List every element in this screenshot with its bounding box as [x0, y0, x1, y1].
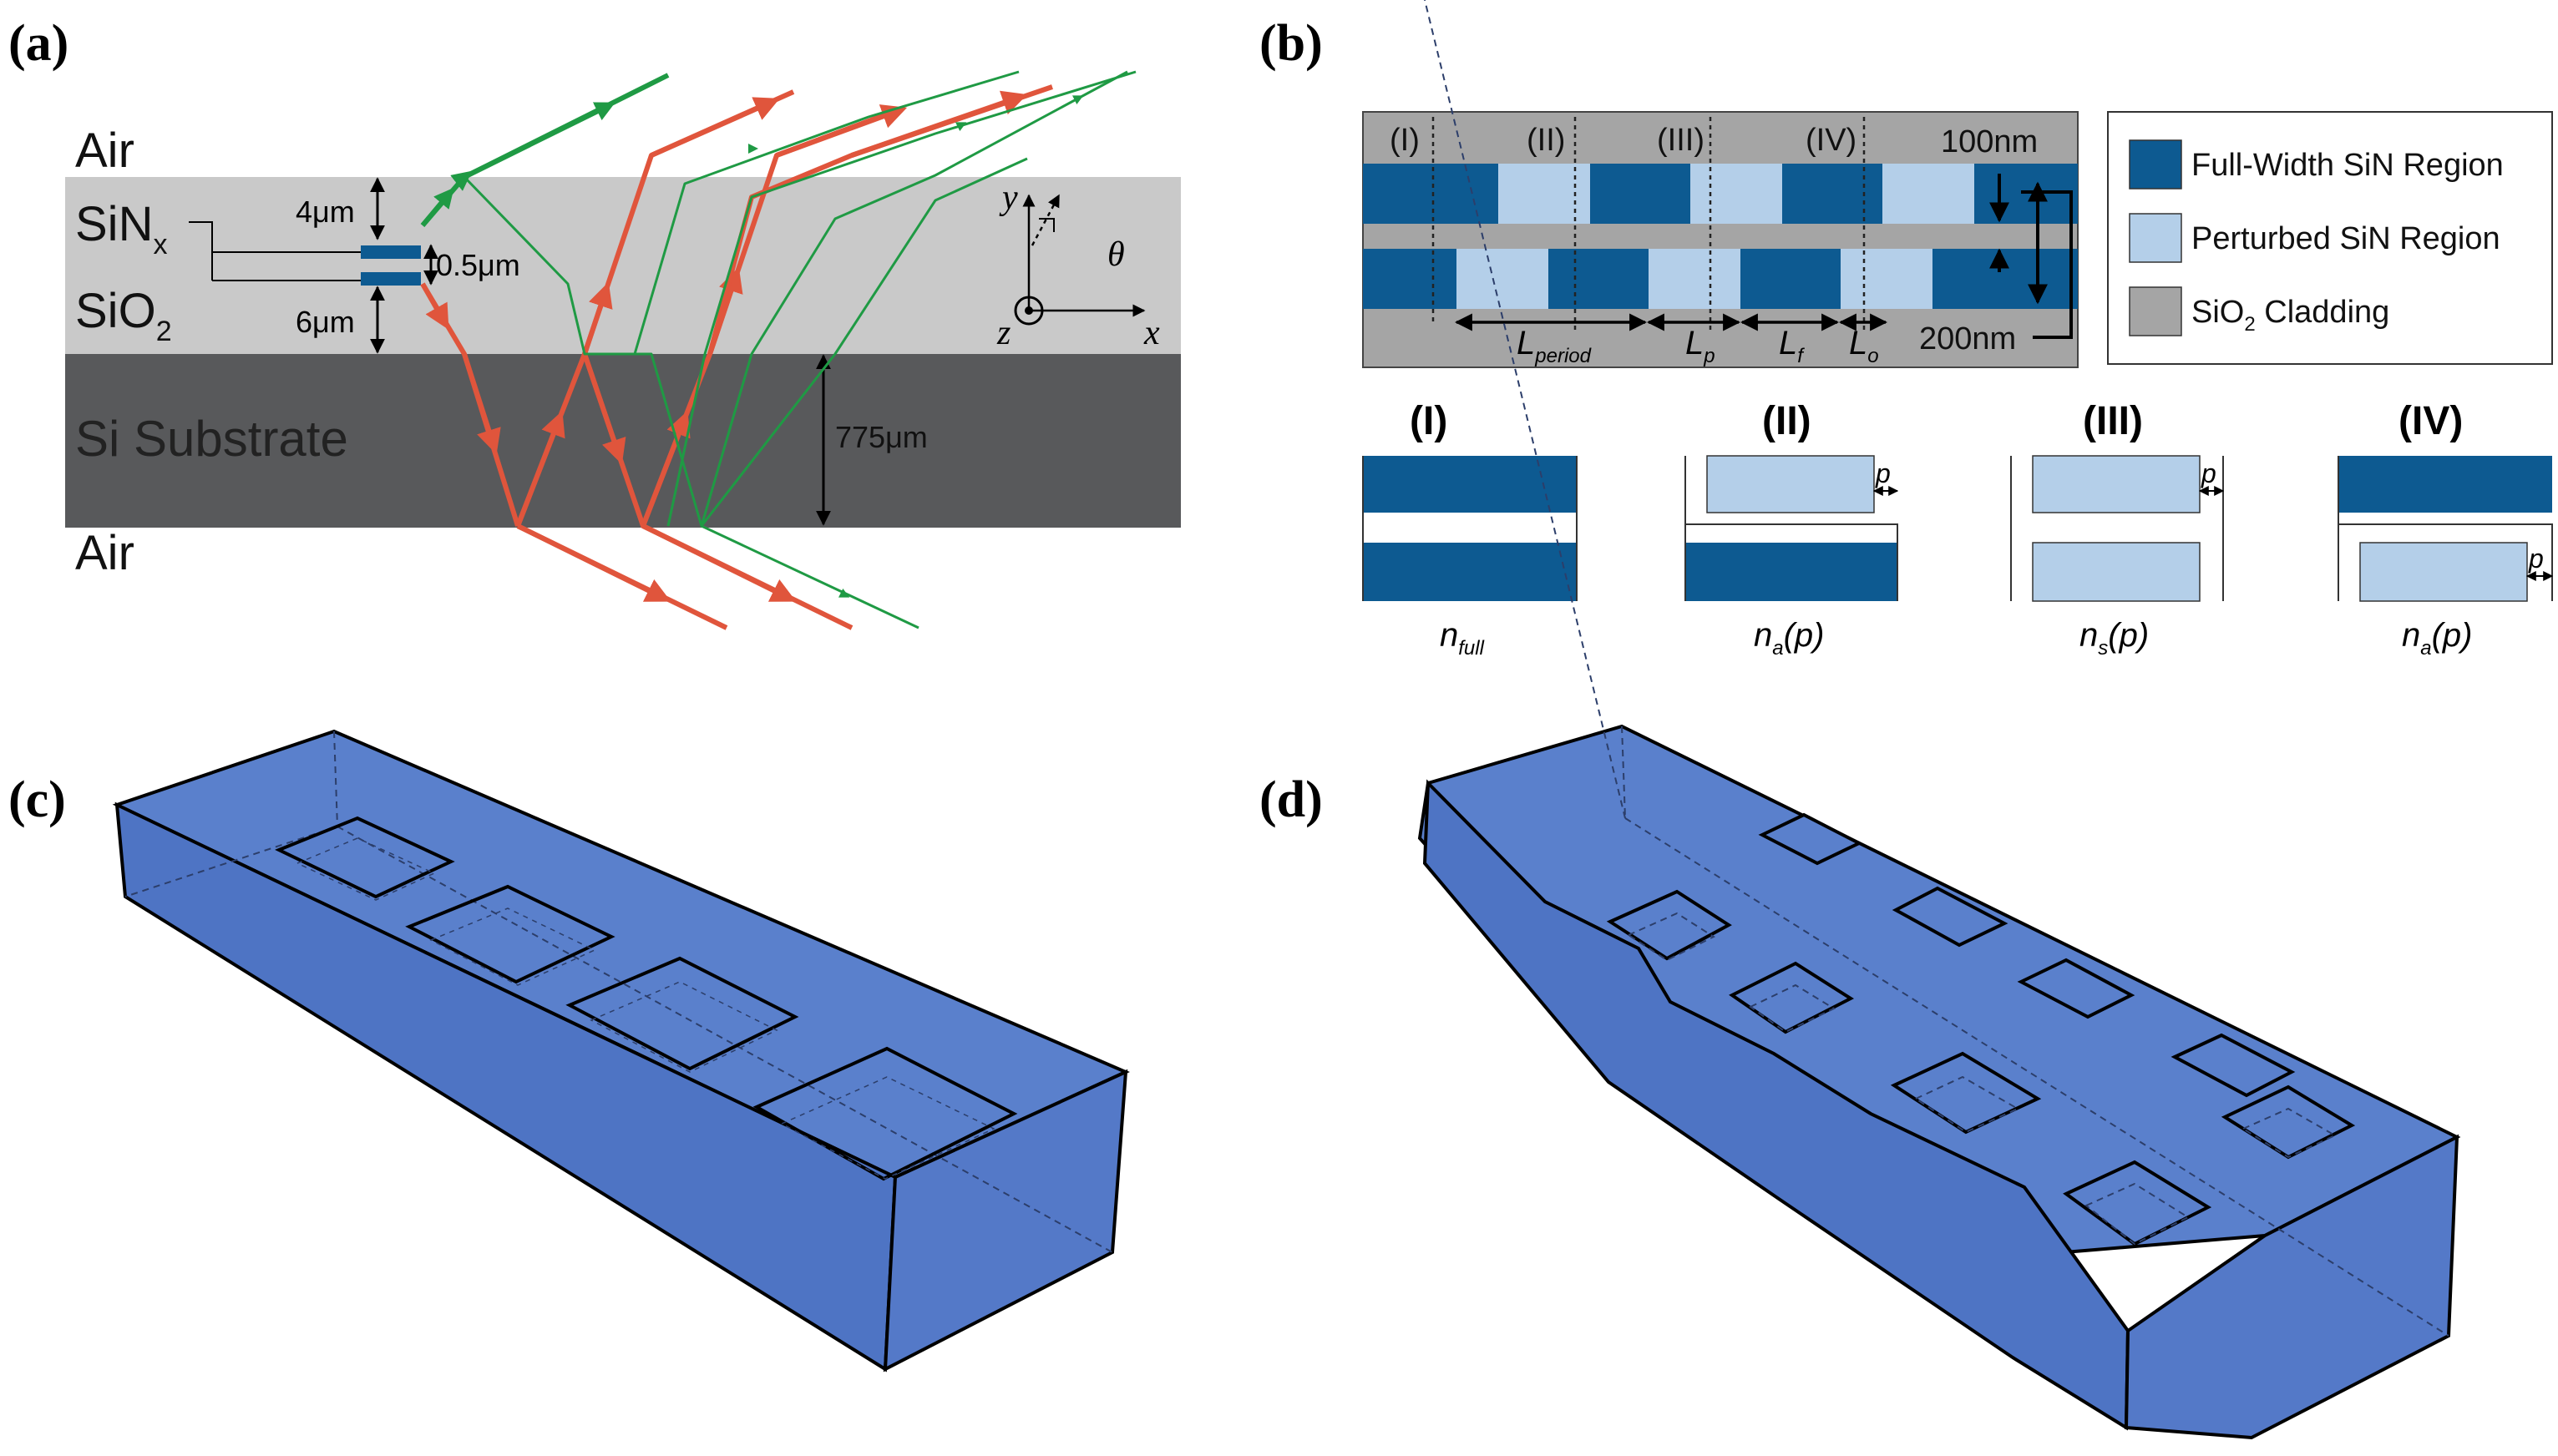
pocket-c-3: [565, 956, 799, 1071]
axis-z-label: z: [996, 314, 1011, 352]
panel-b-label: (b): [1259, 15, 1323, 72]
pocket-c-2: [405, 884, 615, 984]
region-label-2: (II): [1527, 123, 1565, 158]
pocket-d-2: [1729, 961, 1855, 1034]
cross-section-2-p: p: [1875, 458, 1891, 488]
cross-section-2-title: (II): [1762, 399, 1811, 443]
pocket-d-1: [1606, 889, 1732, 961]
length-period: Lperiod: [1517, 325, 1592, 367]
legend-swatch-full: [2129, 139, 2182, 190]
dim-05um-label: 0.5μm: [436, 248, 520, 282]
panel-d-label: (d): [1259, 771, 1323, 828]
legend: Full-Width SiN Region Perturbed SiN Regi…: [2107, 111, 2553, 365]
waveguide-core-top: [361, 245, 421, 259]
axis-theta-label: θ: [1107, 235, 1125, 274]
cross-section-4-title: (IV): [2398, 399, 2463, 443]
lower-perturbed-1: [1456, 249, 1548, 309]
panel-c-label: (c): [8, 771, 66, 828]
lower-perturbed-3: [1841, 249, 1932, 309]
green-ray-thin-5: [700, 157, 1028, 527]
cross-section-1-n: nfull: [1440, 617, 1485, 660]
cross-section-4-p: p: [2528, 543, 2544, 574]
step-d-1: [1758, 812, 1863, 866]
length-p: Lp: [1685, 325, 1715, 367]
sinx-label: SiNx: [75, 197, 167, 260]
legend-label-cladding: SiO2 Cladding: [2191, 295, 2389, 336]
length-f: Lf: [1779, 325, 1805, 367]
green-ray-thin-2: [633, 70, 1020, 355]
axis-y-label: y: [999, 179, 1018, 217]
legend-swatch-cladding: [2129, 286, 2182, 336]
green-ray-thin-3: [666, 70, 1137, 527]
coordinate-axes: y x z θ: [996, 179, 1160, 352]
si-substrate-label: Si Substrate: [75, 411, 348, 467]
cross-section-3-n: ns(p): [2079, 617, 2149, 660]
panel-d: (d): [1259, 0, 2461, 1440]
cross-section-3-title: (III): [2083, 399, 2143, 443]
sinx-pointer: [189, 221, 361, 253]
upper-perturbed-1: [1498, 164, 1590, 224]
step-d-4: [2171, 1033, 2296, 1098]
step-d-3: [2017, 958, 2135, 1019]
cross-section-1-title: (I): [1410, 399, 1447, 443]
region-label-3: (III): [1657, 123, 1704, 158]
block-c-side: [883, 1069, 1128, 1373]
green-ray-thin-1: [463, 175, 919, 629]
upper-perturbed-2: [1690, 164, 1782, 224]
sio2-label: SiO2: [75, 284, 172, 347]
green-ray-thin-4: [700, 70, 1128, 527]
pocket-d-4: [2063, 1160, 2212, 1246]
air-top-label: Air: [75, 124, 134, 178]
dim-6um-label: 6μm: [296, 305, 355, 339]
length-o: Lo: [1849, 325, 1879, 367]
dim-4um-label: 4μm: [296, 195, 355, 229]
cross-section-3: (III) p ns(p): [2010, 399, 2225, 660]
region-label-4: (IV): [1806, 123, 1856, 158]
cross-section-2-n: na(p): [1754, 617, 1825, 660]
dim-775um-label: 775μm: [835, 420, 928, 454]
panel-a: (a) Air SiNx SiO2 Si Substrate Air 4μm 0…: [8, 15, 1181, 630]
cross-section-4-n: na(p): [2402, 617, 2473, 660]
axis-x-label: x: [1143, 314, 1160, 352]
cross-section-1: (I) nfull: [1362, 399, 1578, 660]
cross-section-4: (IV) p na(p): [2338, 399, 2554, 660]
sio2-layer: [65, 177, 1181, 354]
waveguide-core-bottom: [361, 272, 421, 286]
dim-100nm-label: 100nm: [1941, 124, 2038, 159]
block-d-front: [1422, 779, 2130, 1431]
legend-swatch-perturbed: [2129, 213, 2182, 263]
legend-label-full: Full-Width SiN Region: [2191, 148, 2504, 183]
dim-200nm-label: 200nm: [1919, 321, 2016, 356]
panel-a-label: (a): [8, 15, 68, 72]
block-d-side: [2124, 1134, 2459, 1440]
panel-c: (c): [8, 729, 1130, 1373]
panel-b: (b) (I) (II) (III) (IV) 100nm 200nm: [1259, 15, 2554, 660]
upper-perturbed-3: [1882, 164, 1974, 224]
cross-section-3-p: p: [2201, 458, 2216, 488]
cross-section-2: (II) p na(p): [1684, 399, 1899, 660]
optical-rays: [420, 70, 1137, 630]
legend-label-perturbed: Perturbed SiN Region: [2191, 221, 2500, 256]
air-bottom-label: Air: [75, 526, 134, 580]
region-label-1: (I): [1390, 123, 1420, 158]
lower-perturbed-2: [1649, 249, 1740, 309]
pocket-c-1: [275, 816, 455, 899]
step-d-2: [1892, 886, 2008, 948]
